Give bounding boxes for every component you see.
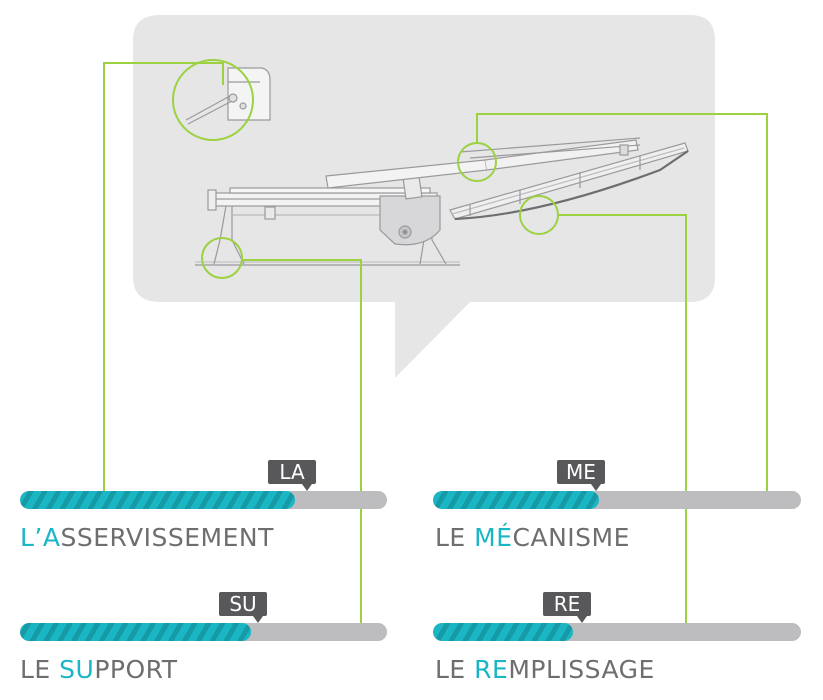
progress-bar-me: [433, 491, 801, 509]
label-rest: MPLISSAGE: [508, 655, 655, 684]
progress-bar-la: [20, 491, 387, 509]
label-rest: CANISME: [512, 523, 630, 552]
progress-bar-re: [433, 623, 801, 641]
progress-fill: [433, 491, 599, 509]
label-highlight: RE: [474, 655, 509, 684]
label-prefix: LE: [435, 655, 475, 684]
label-rest: PPORT: [94, 655, 178, 684]
callout-circle-su: [201, 237, 243, 279]
tag-re: RE: [543, 592, 591, 623]
label-mecanisme: LE MÉCANISME: [435, 523, 630, 552]
tag-la: LA: [268, 460, 316, 491]
tag-me: ME: [557, 460, 605, 491]
progress-track: [433, 623, 801, 641]
progress-track: [20, 491, 387, 509]
label-highlight: MÉ: [474, 523, 513, 552]
progress-fill: [20, 623, 252, 641]
label-highlight: SU: [59, 655, 95, 684]
progress-track: [20, 623, 387, 641]
label-rest: SSERVISSEMENT: [60, 523, 274, 552]
wall-bracket-drawing: [185, 67, 271, 125]
progress-fill: [433, 623, 573, 641]
label-prefix: LE: [20, 655, 60, 684]
label-prefix: LE: [435, 523, 475, 552]
progress-bar-su: [20, 623, 387, 641]
label-highlight: L’A: [20, 523, 61, 552]
label-support: LE SUPPORT: [20, 655, 178, 684]
progress-track: [433, 491, 801, 509]
label-remplissage: LE REMPLISSAGE: [435, 655, 655, 684]
callout-circle-la: [172, 59, 254, 141]
progress-fill: [20, 491, 296, 509]
tag-su: SU: [219, 592, 267, 623]
label-asservissement: L’ASSERVISSEMENT: [20, 523, 274, 552]
